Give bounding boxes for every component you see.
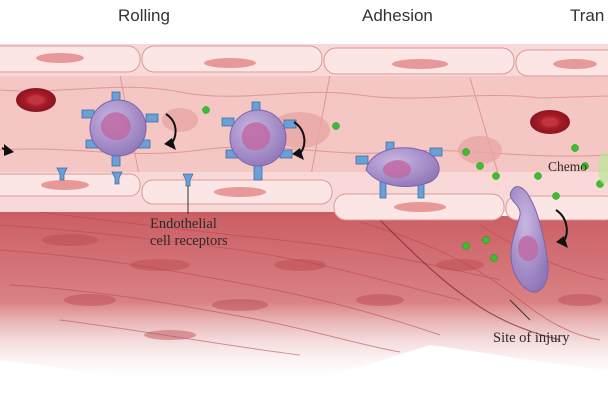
endothelial-receptors-label-line2: cell receptors [150,233,228,249]
stage-title-transmigration: Tran [570,6,605,25]
leukocyte-adhesion [355,141,443,199]
endothelial-receptors-label-line1: Endothelial [150,216,217,232]
red-blood-cells [16,88,570,134]
arrow-heads [4,138,568,248]
leukocyte-rolling-2 [221,101,297,181]
chemokine-glow [598,152,608,184]
leader-lines [187,186,531,321]
stage-title-rolling: Rolling [118,6,170,25]
tissue-layer [0,200,608,386]
receptors [56,167,194,187]
leukocyte-transmigrating [509,186,549,293]
stage-title-adhesion: Adhesion [362,6,433,25]
chemokines [202,106,604,262]
site-of-injury-label: Site of injury [493,330,570,346]
chemokine-label: Chemo [548,159,587,174]
endothelium-top [0,44,608,77]
leukocyte-rolling-1 [81,91,159,167]
endothelial-receptors-label: Endothelial cell receptors [150,216,228,250]
